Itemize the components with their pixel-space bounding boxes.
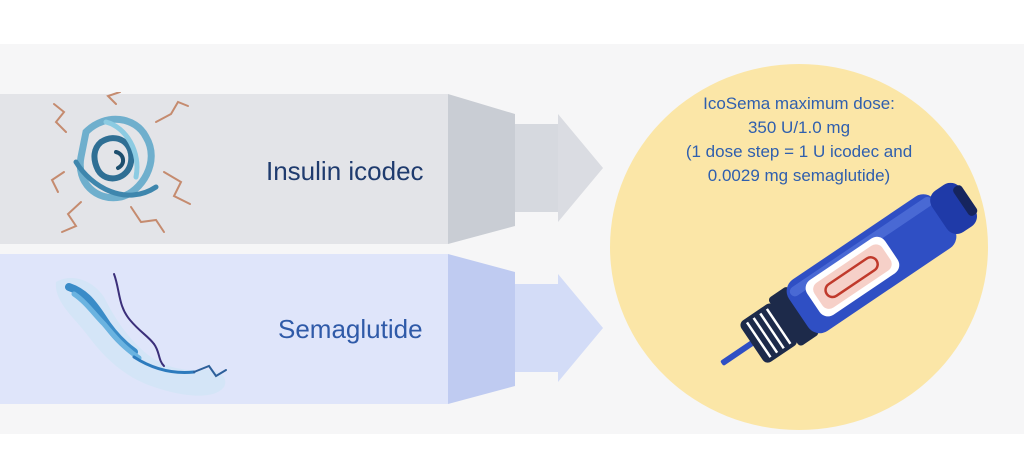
pen-needle [720, 340, 755, 366]
insulin-pen-icon [720, 182, 978, 366]
icodec-arrow [0, 94, 603, 244]
dose-info-text: IcoSema maximum dose: 350 U/1.0 mg (1 do… [620, 92, 978, 188]
dose-line-step: (1 dose step = 1 U icodec and [685, 142, 913, 161]
semaglutide-arrow [0, 254, 603, 404]
insulin-icodec-label: Insulin icodec [266, 156, 424, 186]
dose-line-title: IcoSema maximum dose: [703, 94, 895, 113]
dose-line-max: 350 U/1.0 mg [747, 118, 851, 137]
dose-line-sema: 0.0029 mg semaglutide) [707, 166, 891, 185]
semaglutide-label: Semaglutide [278, 314, 423, 344]
insulin-icodec-molecule-icon [50, 92, 191, 233]
semaglutide-molecule-icon [55, 273, 227, 396]
pen-window [813, 244, 892, 309]
